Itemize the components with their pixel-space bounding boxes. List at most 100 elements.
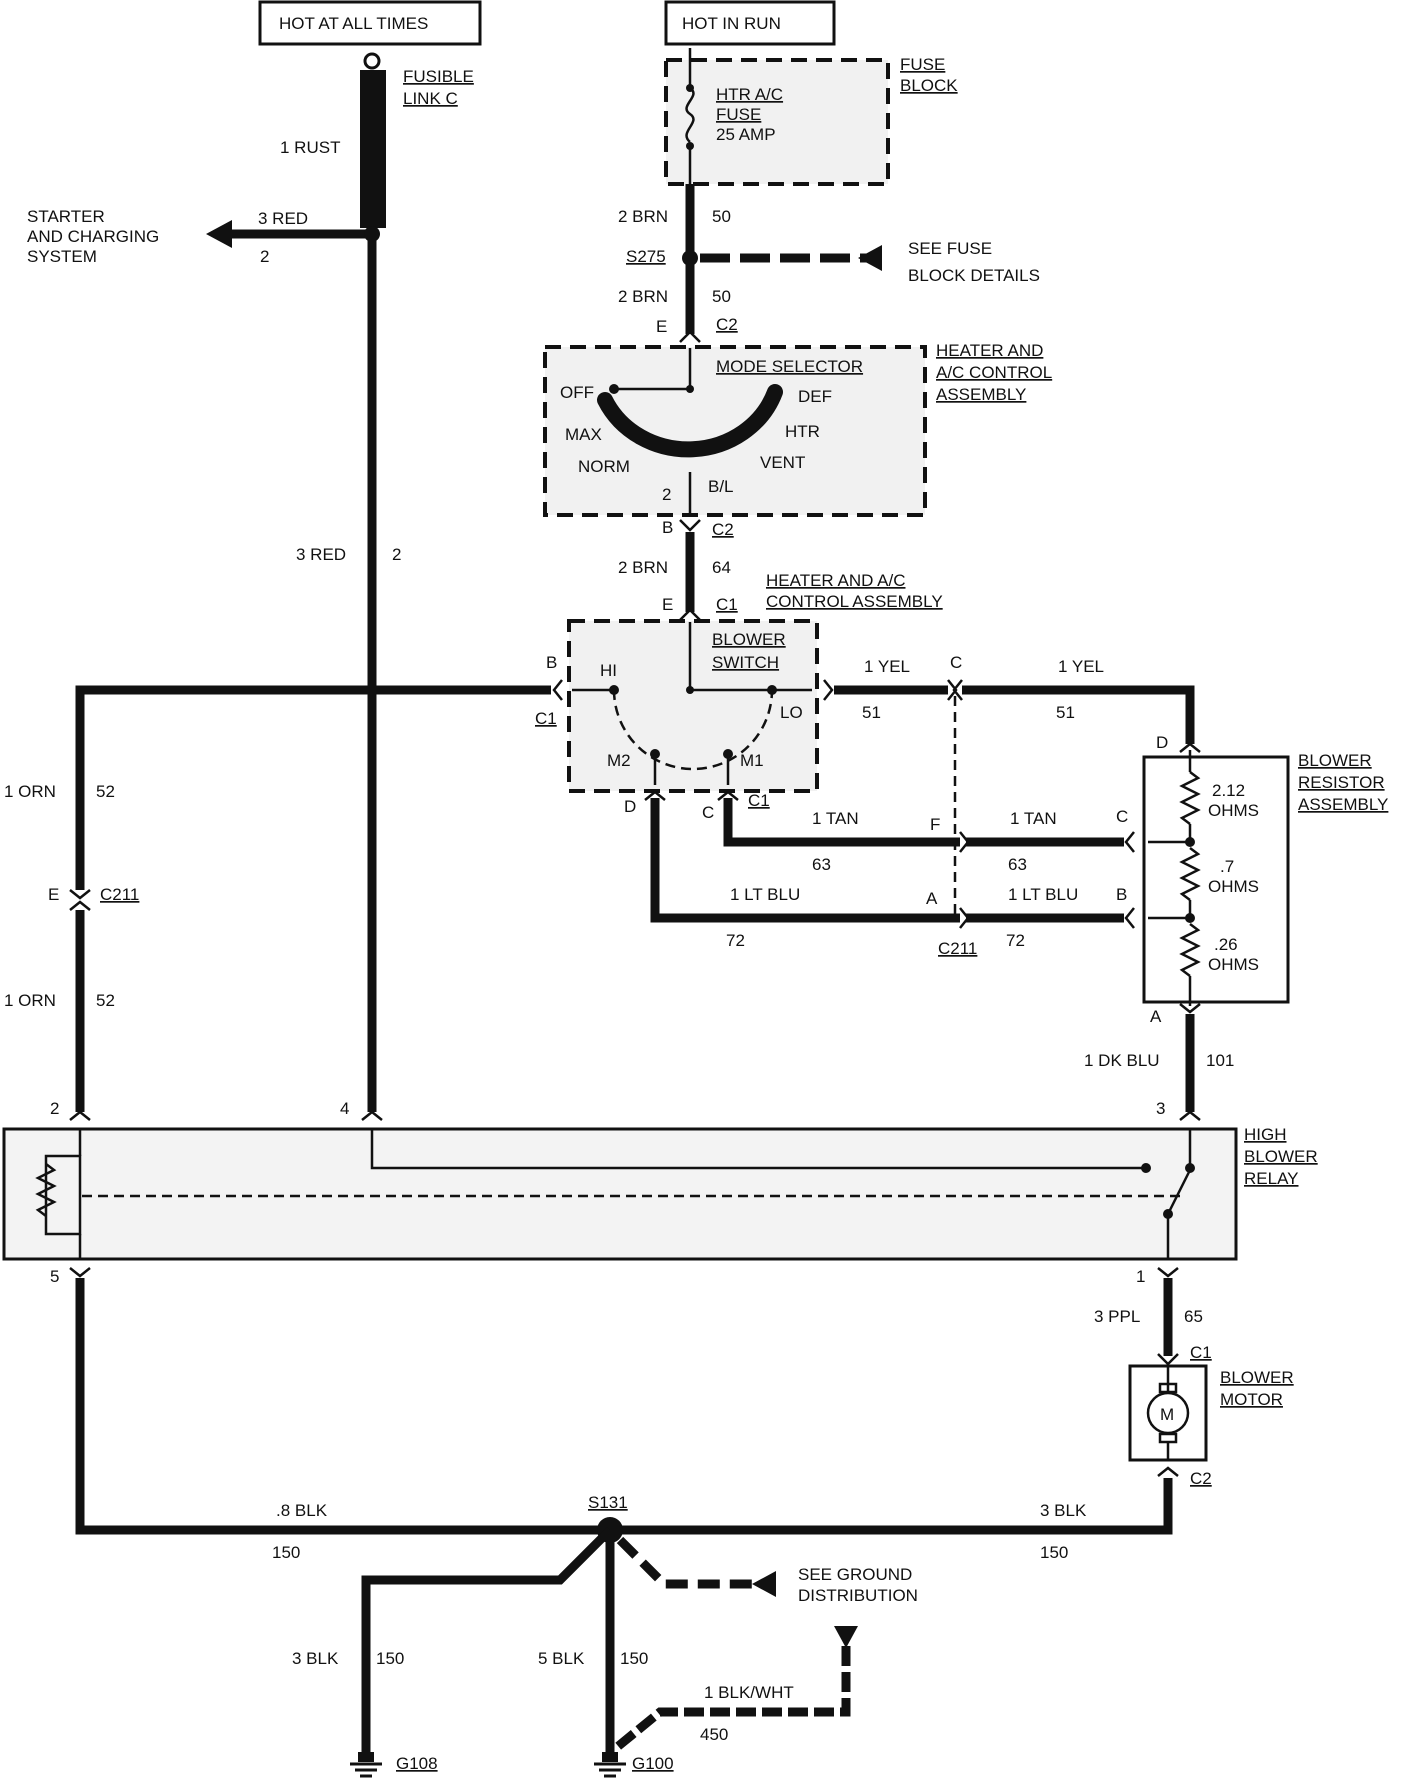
connector-resistor-d xyxy=(1179,742,1201,753)
wire-blk-ckt-g100: 150 xyxy=(620,1649,648,1668)
relay-pin-3: 3 xyxy=(1156,1099,1165,1118)
splice-s131-label: S131 xyxy=(588,1493,628,1512)
connector-resistor-a xyxy=(1179,1003,1201,1014)
wire-blk-left xyxy=(75,1278,610,1535)
splice-s275-label: S275 xyxy=(626,247,666,266)
conn-f-c211: F xyxy=(930,815,940,834)
hvac-assembly-1-label-2: A/C CONTROL xyxy=(936,363,1052,382)
fuse-label-1: HTR A/C xyxy=(716,85,783,104)
starter-label-1: STARTER xyxy=(27,207,105,226)
relay-switch-arm xyxy=(1166,1169,1192,1215)
blower-resistor-label-2: RESISTOR xyxy=(1298,773,1385,792)
mode-norm-label: NORM xyxy=(578,457,630,476)
connector-c2-top xyxy=(679,330,701,343)
conn-a-resistor: A xyxy=(1150,1007,1162,1026)
mode-max-label: MAX xyxy=(565,425,602,444)
fuse-terminal-top xyxy=(686,84,694,92)
blower-resistor-box xyxy=(1142,755,1290,1004)
relay-pin-4: 4 xyxy=(340,1099,349,1118)
blower-switch-arc xyxy=(612,689,774,771)
mode-selector-pivot xyxy=(686,385,694,393)
wire-blkwht-ckt: 450 xyxy=(700,1725,728,1744)
conn-c2-mode-top: C2 xyxy=(716,315,738,334)
blower-hi-label: HI xyxy=(600,661,617,680)
see-ground-label-2: DISTRIBUTION xyxy=(798,1586,918,1605)
wire-blk-08-label: .8 BLK xyxy=(276,1501,328,1520)
resistor-r1-value: 2.12 xyxy=(1212,781,1245,800)
relay-coil xyxy=(35,1163,57,1217)
blower-m1-label: M1 xyxy=(740,751,764,770)
wire-tan-ckt-1: 63 xyxy=(812,855,831,874)
relay-connector-2 xyxy=(69,1110,91,1121)
conn-b-blower-hi: B xyxy=(546,653,557,672)
ground-g108-label: G108 xyxy=(396,1754,438,1773)
fuse-block-label-2: BLOCK xyxy=(900,76,958,95)
hvac-assembly-1-label-1: HEATER AND xyxy=(936,341,1043,360)
conn-c211-label: C211 xyxy=(938,939,977,958)
conn-c1-blower-m1: C1 xyxy=(748,791,770,810)
hot-at-all-times-label: HOT AT ALL TIMES xyxy=(279,14,428,33)
fuse-label-3: 25 AMP xyxy=(716,125,776,144)
relay-connector-5 xyxy=(69,1267,91,1278)
wire-tan-left xyxy=(723,798,960,847)
wire-ltblu-left xyxy=(650,798,960,923)
motor-symbol-label: M xyxy=(1160,1405,1174,1424)
resistor-r2-value: .7 xyxy=(1220,857,1234,876)
connector-c2-bottom xyxy=(679,519,701,532)
mode-pin-2-label: 2 xyxy=(662,485,671,504)
relay-contact-common xyxy=(1185,1163,1195,1173)
conn-a-c211: A xyxy=(926,889,938,908)
wire-red-label-top: 3 RED xyxy=(258,209,308,228)
see-fuse-arrow xyxy=(858,245,882,271)
wire-ltblu-label-1: 1 LT BLU xyxy=(730,885,800,904)
conn-c-resistor: C xyxy=(1116,807,1128,826)
see-ground-arrow xyxy=(752,1571,776,1597)
ground-g100-label: G100 xyxy=(632,1754,674,1773)
mode-vent-label: VENT xyxy=(760,453,805,472)
wire-ppl-label: 3 PPL xyxy=(1094,1307,1140,1326)
mode-off-label: OFF xyxy=(560,383,594,402)
wire-dkblu-label: 1 DK BLU xyxy=(1084,1051,1160,1070)
wire-yel-ckt-2: 51 xyxy=(1056,703,1075,722)
wire-brn-label-2: 2 BRN xyxy=(618,287,668,306)
hot-at-all-times-box xyxy=(258,0,482,46)
wire-blk-5-label: 5 BLK xyxy=(538,1649,585,1668)
conn-d-resistor: D xyxy=(1156,733,1168,752)
hot-in-run-label: HOT IN RUN xyxy=(682,14,781,33)
mode-selector-arc xyxy=(597,384,783,458)
blower-switch-label-1: BLOWER xyxy=(712,630,786,649)
wire-brn-ckt-1: 50 xyxy=(712,207,731,226)
relay-pin-1: 1 xyxy=(1136,1267,1145,1286)
blower-switch-box xyxy=(567,619,819,793)
wire-ltblu-ckt-2: 72 xyxy=(1006,931,1025,950)
blower-resistor-label-1: BLOWER xyxy=(1298,751,1372,770)
relay-label-3: RELAY xyxy=(1244,1169,1299,1188)
wire-tan-label-1: 1 TAN xyxy=(812,809,859,828)
relay-label-2: BLOWER xyxy=(1244,1147,1318,1166)
wire-red-label-mid: 3 RED xyxy=(296,545,346,564)
wire-blk-3-label-right: 3 BLK xyxy=(1040,1501,1087,1520)
wire-blkwht xyxy=(613,1646,851,1752)
wire-red-ckt-mid: 2 xyxy=(392,545,401,564)
ground-g108 xyxy=(350,1752,382,1778)
relay-connector-1 xyxy=(1157,1267,1179,1278)
blower-motor-label-1: BLOWER xyxy=(1220,1368,1294,1387)
resistor-r3-unit: OHMS xyxy=(1208,955,1259,974)
wire-s131-to-ground-dist xyxy=(616,1536,752,1589)
conn-e-mode-top: E xyxy=(656,317,667,336)
wire-red-ckt-top: 2 xyxy=(260,247,269,266)
mode-def-label: DEF xyxy=(798,387,832,406)
connector-motor-c2 xyxy=(1157,1466,1179,1477)
wire-yel-ckt-1: 51 xyxy=(862,703,881,722)
relay-contact-nc xyxy=(1141,1163,1151,1173)
connector-blower-m1 xyxy=(717,790,739,801)
connector-blower-hi xyxy=(552,679,563,701)
wire-tan-ckt-2: 63 xyxy=(1008,855,1027,874)
resistor-r2 xyxy=(1179,847,1201,901)
resistor-r3-value: .26 xyxy=(1214,935,1238,954)
blower-m2-label: M2 xyxy=(607,751,631,770)
conn-c2-motor: C2 xyxy=(1190,1469,1212,1488)
blower-resistor-label-3: ASSEMBLY xyxy=(1298,795,1388,814)
fuse-block-label-1: FUSE xyxy=(900,55,945,74)
